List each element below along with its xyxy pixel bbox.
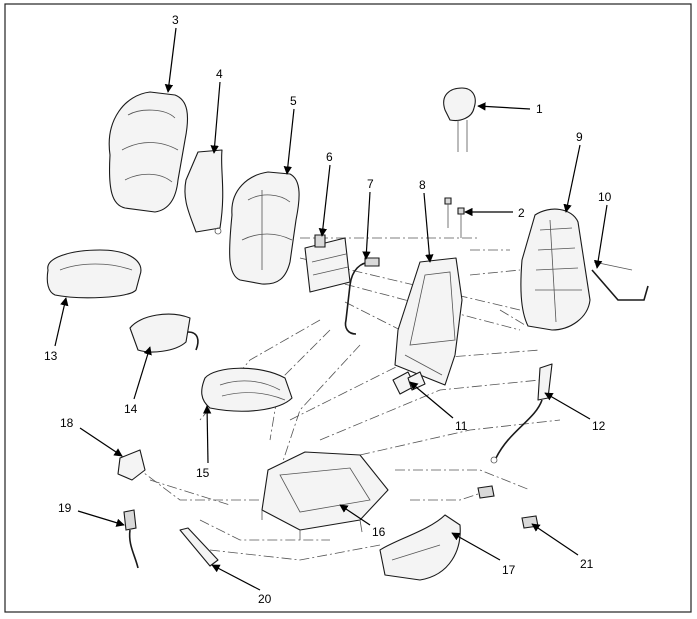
callout-16: 16 xyxy=(372,525,386,539)
release-cable xyxy=(490,363,553,464)
seatback-frame xyxy=(394,257,463,386)
callout-11: 11 xyxy=(455,419,468,433)
callout-2: 2 xyxy=(518,206,525,220)
callout-17: 17 xyxy=(502,563,516,577)
callout-14: 14 xyxy=(124,402,138,416)
callout-6: 6 xyxy=(326,150,333,164)
seatback-board xyxy=(520,208,591,331)
callout-20: 20 xyxy=(258,592,272,606)
leader-lines xyxy=(54,27,608,591)
callout-13: 13 xyxy=(44,349,58,363)
callout-19: 19 xyxy=(58,501,72,515)
callout-1: 1 xyxy=(536,102,543,116)
side-shield xyxy=(379,514,461,581)
callout-10: 10 xyxy=(598,190,612,204)
callout-21: 21 xyxy=(580,557,594,571)
callout-4: 4 xyxy=(216,67,223,81)
callout-3: 3 xyxy=(172,13,179,27)
headrest xyxy=(443,87,476,152)
callout-5: 5 xyxy=(290,94,297,108)
seatback-cover xyxy=(108,91,189,213)
cushion-heater-pad xyxy=(129,313,199,353)
callout-9: 9 xyxy=(576,130,583,144)
cushion-pad xyxy=(201,367,293,412)
seatback-pad xyxy=(229,171,300,285)
back-heater-pad xyxy=(184,149,224,235)
inner-cover xyxy=(179,527,219,567)
wire-bracket xyxy=(591,261,649,301)
callout-18: 18 xyxy=(60,416,74,430)
cushion-frame xyxy=(261,451,389,540)
seat-switch xyxy=(477,485,539,529)
guide-bolts xyxy=(444,197,465,238)
cushion-cover xyxy=(46,249,142,299)
belt-guide-bracket xyxy=(117,449,146,481)
callout-labels: 1 2 3 4 5 6 7 8 9 10 11 12 13 14 15 16 1… xyxy=(44,13,612,606)
back-frame-rod xyxy=(344,257,380,335)
wiring-harness xyxy=(123,509,139,569)
diagram-frame xyxy=(4,3,692,613)
callout-8: 8 xyxy=(419,178,426,192)
callout-7: 7 xyxy=(367,177,374,191)
callout-12: 12 xyxy=(592,419,606,433)
callout-15: 15 xyxy=(196,466,210,480)
lumbar-support xyxy=(304,234,351,293)
